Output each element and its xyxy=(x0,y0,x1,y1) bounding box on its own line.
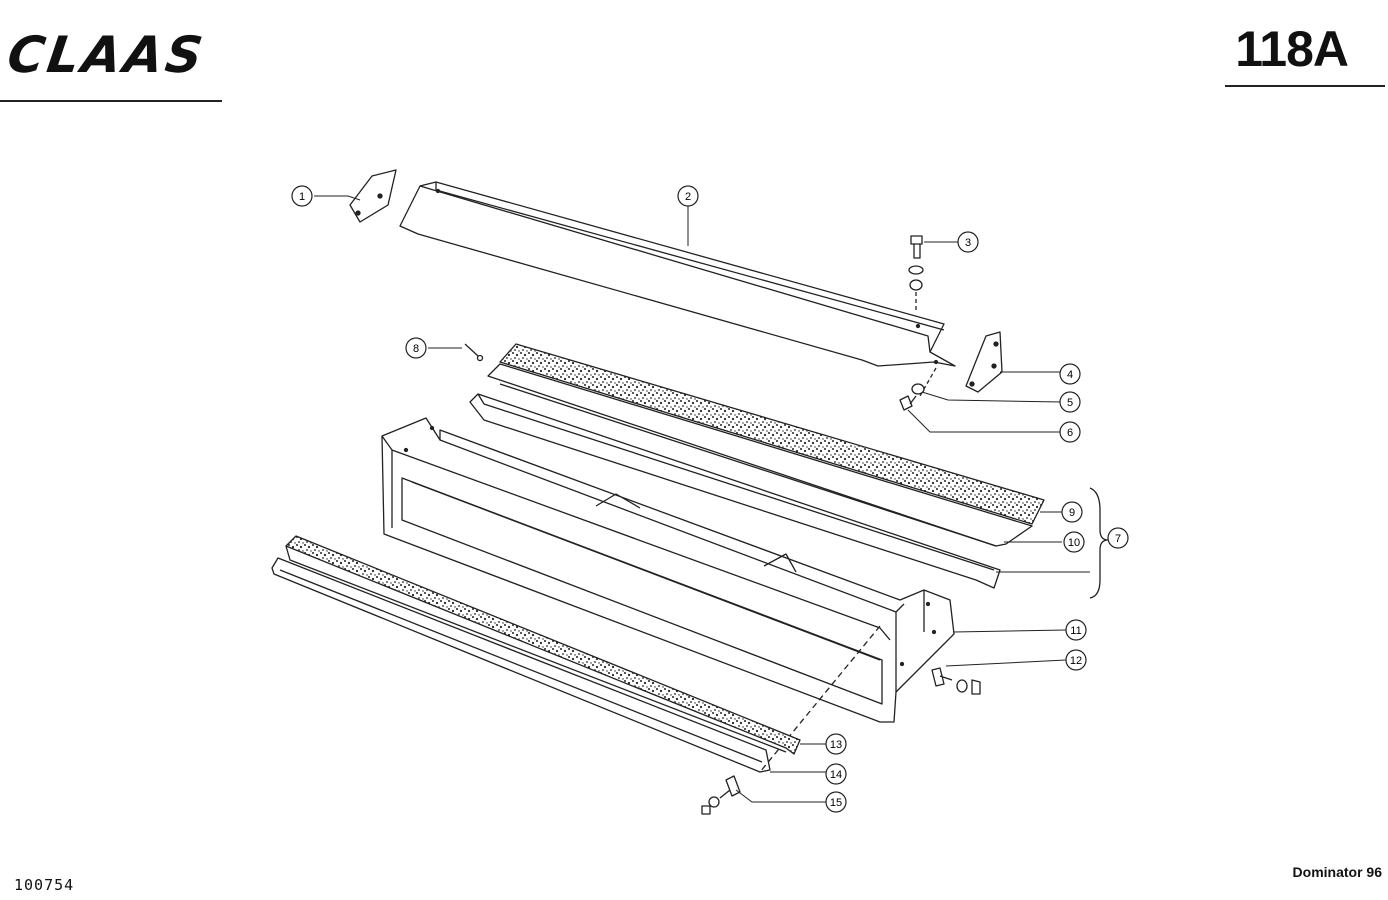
page-number: 118A xyxy=(1235,21,1349,77)
callout-circle xyxy=(1063,531,1085,553)
callout-label: 7 xyxy=(1115,533,1121,545)
bolt-side-part xyxy=(931,667,981,695)
callout-4: 4 xyxy=(1059,363,1081,385)
callout-circle xyxy=(825,791,847,813)
callout-circle xyxy=(1059,391,1081,413)
washer-part xyxy=(911,383,925,395)
callout-circle xyxy=(1065,619,1087,641)
screw-part xyxy=(464,343,479,357)
callout-circle xyxy=(1107,527,1129,549)
callout-circle xyxy=(291,185,313,207)
document-number: 100754 xyxy=(14,876,75,894)
callout-label: 12 xyxy=(1070,655,1082,667)
bolt-part xyxy=(899,395,913,411)
callout-label: 13 xyxy=(830,739,842,751)
callout-label: 8 xyxy=(413,343,419,355)
callout-label: 9 xyxy=(1069,507,1075,519)
callout-circle xyxy=(677,185,699,207)
lower-felt-strip-part xyxy=(285,535,801,755)
callout-label: 11 xyxy=(1070,625,1081,637)
bolt-top-part xyxy=(908,235,924,312)
callout-15: 15 xyxy=(825,791,847,813)
callout-circle xyxy=(1059,421,1081,443)
header-rule-left xyxy=(0,100,222,102)
callout-10: 10 xyxy=(1063,531,1085,553)
callout-1: 1 xyxy=(291,185,313,207)
callout-circle xyxy=(1059,363,1081,385)
bolt-lower-part xyxy=(701,775,741,815)
callout-5: 5 xyxy=(1059,391,1081,413)
callout-circle xyxy=(825,763,847,785)
callout-label: 3 xyxy=(965,237,971,249)
callout-7: 7 xyxy=(1107,527,1129,549)
callout-label: 6 xyxy=(1067,427,1073,439)
header-rule-right xyxy=(1225,85,1385,87)
bracket-right-part xyxy=(965,331,1003,393)
lower-flat-strip-part xyxy=(271,557,771,773)
callout-circle xyxy=(825,733,847,755)
callout-11: 11 xyxy=(1065,619,1087,641)
callout-circle xyxy=(1065,649,1087,671)
callout-2: 2 xyxy=(677,185,699,207)
callout-label: 5 xyxy=(1067,397,1073,409)
group-bracket xyxy=(1089,487,1109,599)
callout-circle xyxy=(405,337,427,359)
callout-6: 6 xyxy=(1059,421,1081,443)
callout-label: 10 xyxy=(1068,537,1080,549)
callout-circle xyxy=(957,231,979,253)
callout-circle xyxy=(1061,501,1083,523)
callout-9: 9 xyxy=(1061,501,1083,523)
callout-3: 3 xyxy=(957,231,979,253)
machine-model: Dominator 96 xyxy=(1292,864,1382,880)
top-cover-part xyxy=(399,181,956,367)
callout-8: 8 xyxy=(405,337,427,359)
callout-13: 13 xyxy=(825,733,847,755)
felt-strip-part xyxy=(499,343,1045,525)
callout-label: 14 xyxy=(830,769,842,781)
callout-12: 12 xyxy=(1065,649,1087,671)
callout-label: 2 xyxy=(685,191,691,203)
callout-label: 1 xyxy=(299,191,305,203)
flat-strip-part xyxy=(487,363,1033,547)
callout-label: 4 xyxy=(1067,369,1073,381)
bracket-left-part xyxy=(349,169,397,223)
callout-14: 14 xyxy=(825,763,847,785)
callout-label: 15 xyxy=(830,797,842,809)
